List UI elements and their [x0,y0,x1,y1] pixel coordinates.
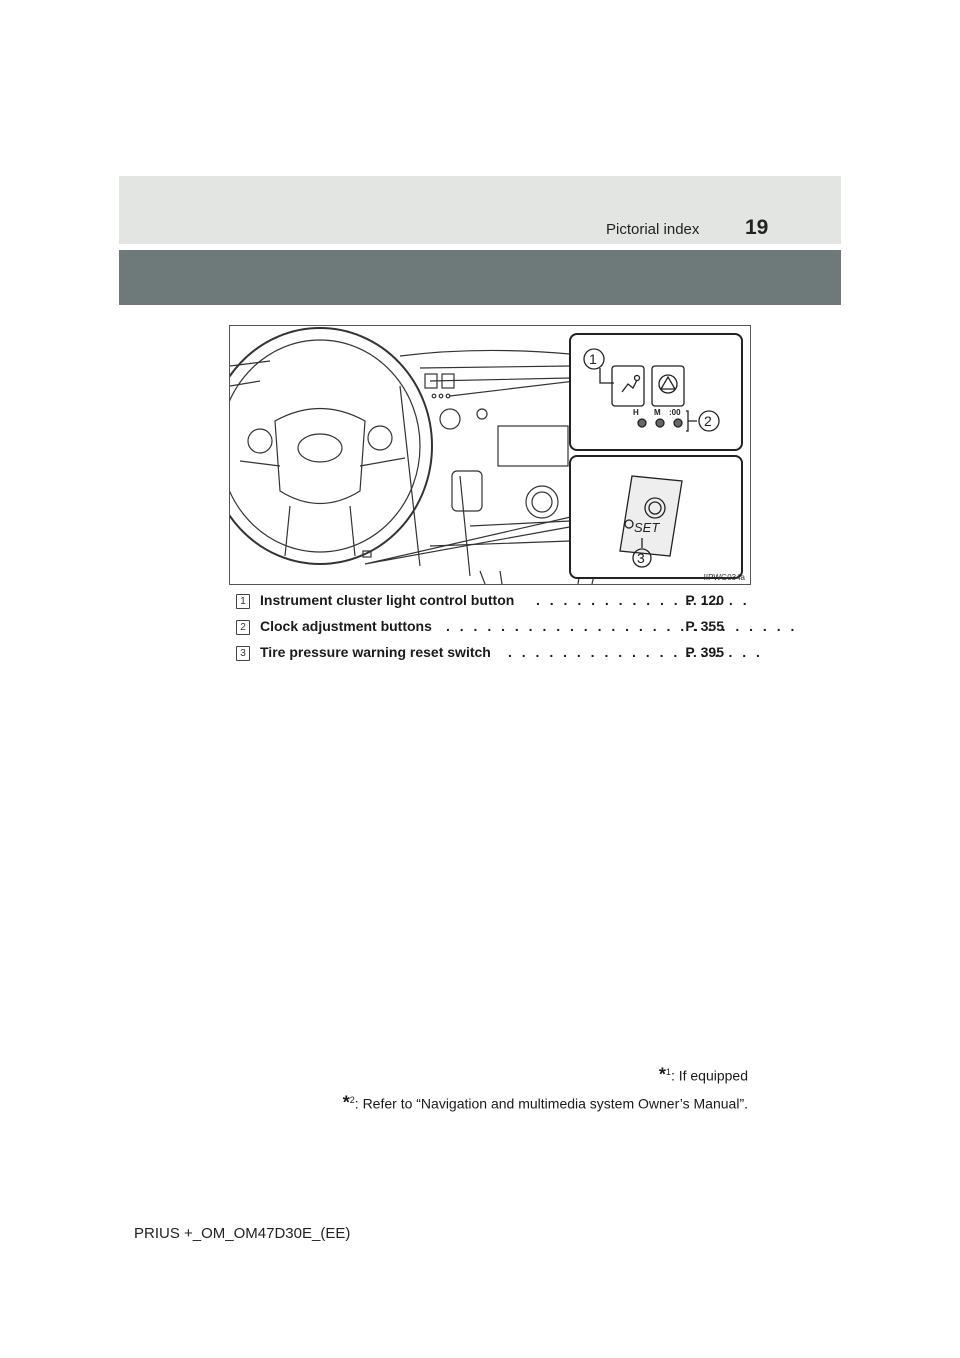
left-spoke-buttons [247,428,273,454]
callout-3: 3 [637,550,645,566]
list-item: 3 Tire pressure warning reset switch . .… [236,644,760,670]
instrument-light-icon [621,379,638,393]
callout-1: 1 [589,351,597,367]
clock-label-m: M [654,408,661,417]
index-list: 1 Instrument cluster light control butto… [236,592,794,670]
right-spoke-buttons [367,425,393,451]
item-leader-dots: . . . . . . . . . . . . . . . . . . . . … [446,618,798,634]
dashboard-drawing: H M :00 1 2 SET 3 [230,327,743,584]
list-item: 1 Instrument cluster light control butto… [236,592,747,618]
footnote-1: *1: If equipped [658,1064,748,1085]
steering-hub [274,407,366,505]
item-number: 1 [236,594,250,609]
footnote-2: *2: Refer to “Navigation and multimedia … [342,1092,748,1113]
clock-label-00: :00 [669,408,681,417]
steering-wheel-rim [230,327,433,565]
item-leader-dots: . . . . . . . . . . . . . . . . [536,592,750,608]
clock-label-h: H [633,408,639,417]
header-band [119,176,841,244]
item-leader-dots: . . . . . . . . . . . . . . . . . . . [508,644,763,660]
item-number: 3 [236,646,250,661]
item-label: Clock adjustment buttons [260,618,432,634]
item-page-reference: P. 120 [685,592,724,608]
hazard-icon [659,375,677,390]
item-page-reference: P. 395 [685,644,724,660]
item-label: Tire pressure warning reset switch [260,644,491,660]
section-band [119,250,841,305]
section-title: Pictorial index [606,221,700,238]
item-page-reference: P. 355 [685,618,724,634]
footnotes: *1: If equipped *2: Refer to “Navigation… [343,1060,748,1115]
document-code: PRIUS +_OM_OM47D30E_(EE) [134,1225,351,1242]
set-label: SET [634,520,660,535]
tire-pressure-icon [624,519,634,529]
list-item: 2 Clock adjustment buttons . . . . . . .… [236,618,794,644]
item-label: Instrument cluster light control button [260,592,515,608]
page-number: 19 [745,216,769,239]
dashboard-illustration: H M :00 1 2 SET 3 IIPWG034a [229,325,751,585]
figure-code: IIPWG034a [703,573,745,582]
item-number: 2 [236,620,250,635]
callout-2: 2 [704,413,712,429]
